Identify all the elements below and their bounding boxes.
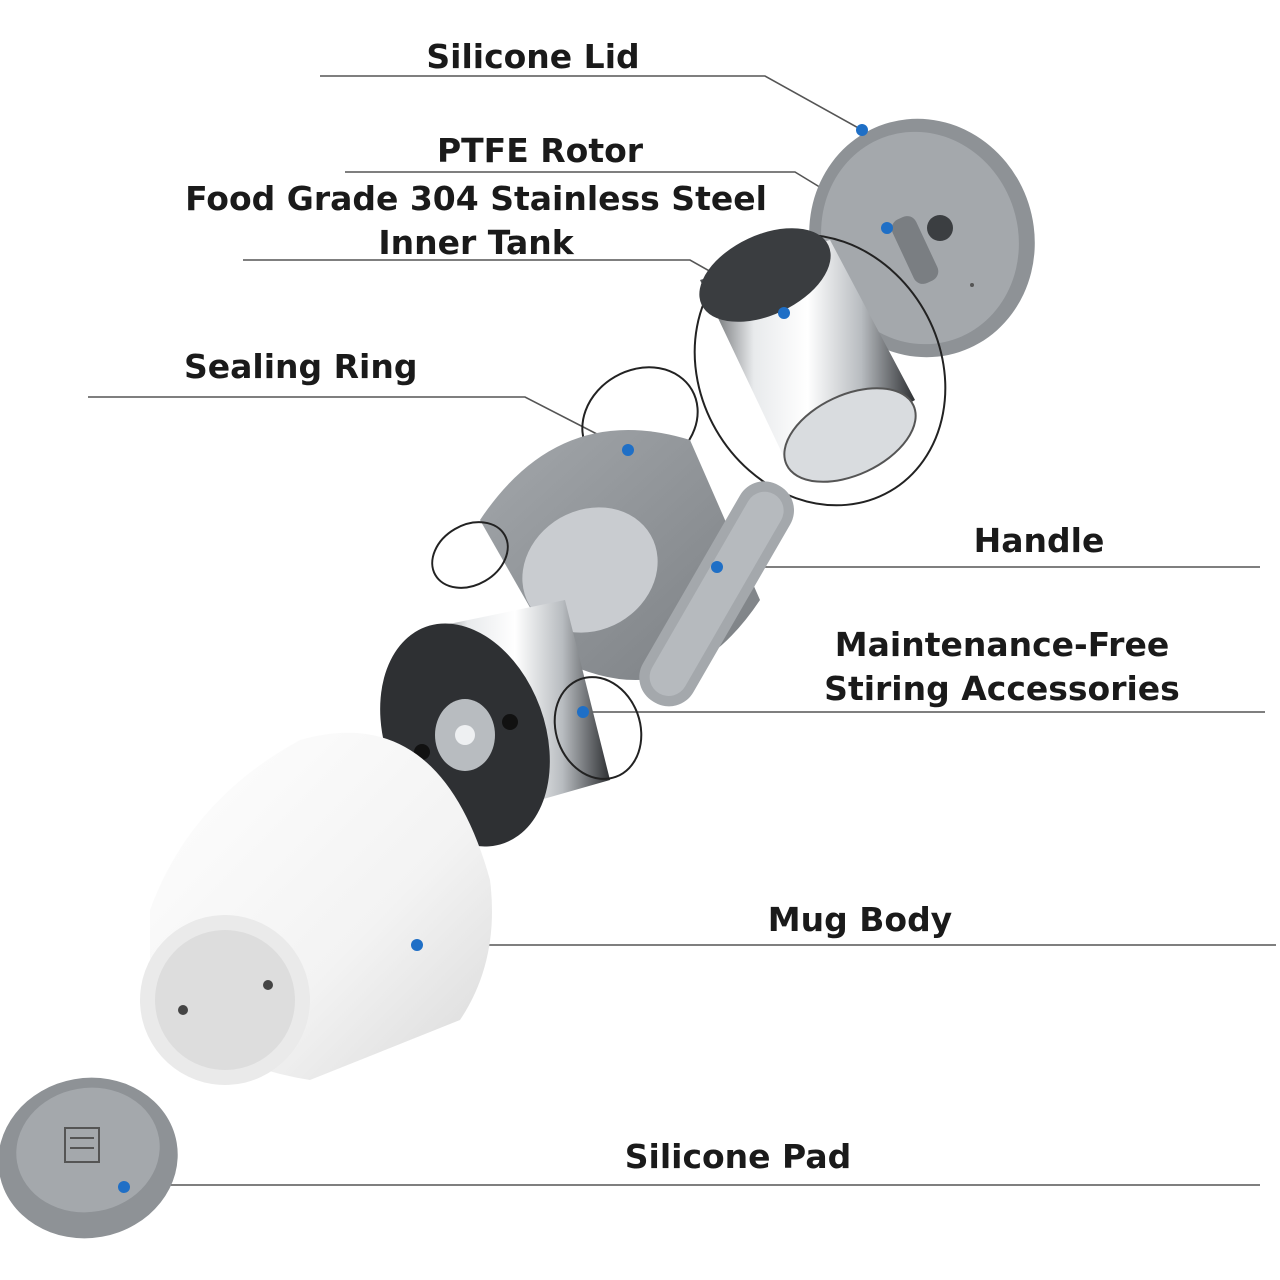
label-mug-body: Mug Body (767, 900, 953, 939)
label-handle: Handle (973, 521, 1105, 560)
handle-part (639, 481, 794, 707)
callout-dots (118, 124, 893, 1193)
label-stirring-line2: Stiring Accessories (824, 669, 1180, 708)
silicone-lid-part (809, 118, 1035, 358)
label-silicone-pad: Silicone Pad (624, 1137, 852, 1176)
inner-tank-part (693, 228, 947, 507)
leader-sealing-ring (88, 396, 629, 451)
dot-handle (711, 561, 723, 573)
dot-ptfe-rotor (881, 222, 893, 234)
label-stirring-line1: Maintenance-Free (834, 625, 1170, 664)
dot-sealing-ring (622, 444, 634, 456)
label-silicone-lid: Silicone Lid (426, 37, 640, 76)
label-ptfe-rotor: PTFE Rotor (436, 131, 644, 170)
silicone-pad-part (0, 1077, 178, 1239)
mug-body-part (140, 732, 492, 1085)
leader-lines (88, 75, 1276, 1186)
dot-stirring (577, 706, 589, 718)
label-inner-tank-line1: Food Grade 304 Stainless Steel (185, 179, 767, 218)
dot-silicone-pad (118, 1181, 130, 1193)
dot-inner-tank (778, 307, 790, 319)
dot-silicone-lid (856, 124, 868, 136)
dot-mug-body (411, 939, 423, 951)
label-inner-tank-line2: Inner Tank (378, 223, 574, 262)
label-sealing-ring: Sealing Ring (184, 347, 418, 386)
leader-silicone-lid (320, 75, 863, 131)
